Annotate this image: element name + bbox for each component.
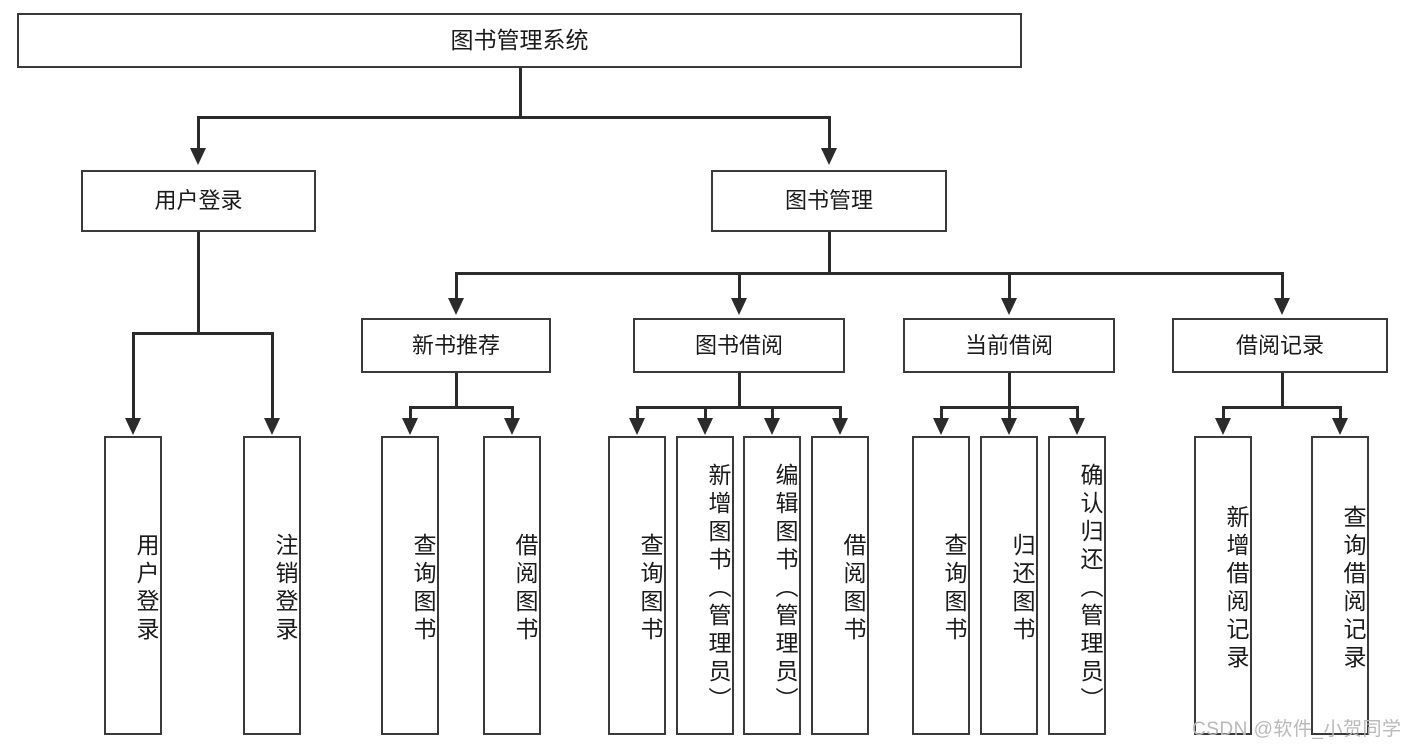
connector-book-management-drop xyxy=(828,232,831,274)
connector-br-to-leaf-1 xyxy=(1222,406,1225,420)
connector-cb-to-leaf-2 xyxy=(1008,406,1011,420)
connector-root-to-user-login xyxy=(197,116,200,150)
arrow-cb-to-leaf-3 xyxy=(1069,418,1085,435)
node-label: 图书管理系统 xyxy=(450,27,589,54)
arrow-cb-to-leaf-1 xyxy=(933,418,949,435)
arrow-bm-to-book-borrow xyxy=(731,298,747,315)
connector-cb-drop xyxy=(1008,373,1011,408)
leaf-borrow-book-bb[interactable]: 借阅图书 xyxy=(811,436,869,735)
node-label: 新增借阅记录 xyxy=(1223,504,1249,673)
connector-cb-to-leaf-3 xyxy=(1076,406,1079,420)
connector-br-bar xyxy=(1223,406,1341,409)
node-label: 借阅图书 xyxy=(840,532,866,645)
connector-bb-drop xyxy=(738,373,741,408)
connector-root-bar xyxy=(198,116,831,119)
connector-user-login-bar xyxy=(133,332,273,335)
connector-nbr-bar xyxy=(410,406,513,409)
connector-bb-to-leaf-4 xyxy=(839,406,842,420)
arrow-br-to-leaf-2 xyxy=(1332,418,1348,435)
node-label: 借阅图书 xyxy=(512,532,538,645)
arrow-br-to-leaf-1 xyxy=(1215,418,1231,435)
node-label: 借阅记录 xyxy=(1235,332,1324,358)
node-label: 用户登录 xyxy=(133,532,159,645)
connector-bb-to-leaf-3 xyxy=(771,406,774,420)
connector-bm-to-new-book xyxy=(455,272,458,300)
node-book-borrow[interactable]: 图书借阅 xyxy=(633,318,845,373)
node-new-book-recommend[interactable]: 新书推荐 xyxy=(361,318,551,373)
node-label: 编辑图书（管理员） xyxy=(772,462,798,715)
leaf-edit-book-admin[interactable]: 编辑图书（管理员） xyxy=(743,436,801,735)
leaf-borrow-book-nbr[interactable]: 借阅图书 xyxy=(483,436,541,735)
connector-nbr-to-leaf-1 xyxy=(409,406,412,420)
connector-nbr-to-leaf-2 xyxy=(511,406,514,420)
leaf-confirm-return-admin[interactable]: 确认归还（管理员） xyxy=(1048,436,1106,735)
arrow-nbr-to-leaf-2 xyxy=(504,418,520,435)
node-label: 用户登录 xyxy=(154,188,243,214)
node-user-login[interactable]: 用户登录 xyxy=(81,170,316,232)
connector-bb-to-leaf-2 xyxy=(704,406,707,420)
node-label: 图书管理 xyxy=(784,188,873,214)
arrow-bm-to-current-borrow xyxy=(1001,298,1017,315)
arrow-bm-to-new-book xyxy=(448,298,464,315)
connector-user-login-to-leaf-2 xyxy=(271,332,274,420)
leaf-add-book-admin[interactable]: 新增图书（管理员） xyxy=(676,436,734,735)
node-label: 查询图书 xyxy=(941,532,967,645)
leaf-add-borrow-record[interactable]: 新增借阅记录 xyxy=(1194,436,1252,735)
leaf-user-login[interactable]: 用户登录 xyxy=(104,436,162,735)
arrow-bb-to-leaf-3 xyxy=(764,418,780,435)
connector-br-to-leaf-2 xyxy=(1339,406,1342,420)
node-label: 图书借阅 xyxy=(694,332,783,358)
node-label: 查询借阅记录 xyxy=(1340,504,1366,673)
leaf-logout[interactable]: 注销登录 xyxy=(243,436,301,735)
leaf-query-book-bb[interactable]: 查询图书 xyxy=(608,436,666,735)
arrow-root-to-book-management xyxy=(821,148,837,165)
node-label: 当前借阅 xyxy=(964,332,1053,358)
node-root-book-management-system[interactable]: 图书管理系统 xyxy=(17,13,1022,68)
node-borrow-record[interactable]: 借阅记录 xyxy=(1172,318,1388,373)
connector-bm-to-borrow-record xyxy=(1281,272,1284,300)
connector-book-management-bar xyxy=(456,272,1283,275)
arrow-user-login-to-leaf-2 xyxy=(264,418,280,435)
leaf-query-book-nbr[interactable]: 查询图书 xyxy=(381,436,439,735)
leaf-query-borrow-record[interactable]: 查询借阅记录 xyxy=(1311,436,1369,735)
connector-br-drop xyxy=(1281,373,1284,408)
node-label: 查询图书 xyxy=(410,532,436,645)
arrow-bb-to-leaf-1 xyxy=(629,418,645,435)
arrow-bb-to-leaf-4 xyxy=(832,418,848,435)
connector-root-drop xyxy=(519,68,522,118)
leaf-return-book[interactable]: 归还图书 xyxy=(980,436,1038,735)
arrow-nbr-to-leaf-1 xyxy=(402,418,418,435)
connector-root-to-book-management xyxy=(828,116,831,150)
connector-user-login-drop xyxy=(197,232,200,334)
connector-bb-to-leaf-1 xyxy=(636,406,639,420)
arrow-user-login-to-leaf-1 xyxy=(125,418,141,435)
connector-bm-to-book-borrow xyxy=(738,272,741,300)
node-label: 新增图书（管理员） xyxy=(705,462,731,715)
connector-bm-to-current-borrow xyxy=(1008,272,1011,300)
connector-cb-to-leaf-1 xyxy=(940,406,943,420)
node-label: 注销登录 xyxy=(272,532,298,645)
connector-bb-bar xyxy=(637,406,841,409)
arrow-bb-to-leaf-2 xyxy=(697,418,713,435)
node-current-borrow[interactable]: 当前借阅 xyxy=(903,318,1115,373)
node-book-management[interactable]: 图书管理 xyxy=(711,170,947,232)
connector-user-login-to-leaf-1 xyxy=(132,332,135,420)
node-label: 确认归还（管理员） xyxy=(1077,462,1103,715)
connector-nbr-drop xyxy=(455,373,458,408)
arrow-cb-to-leaf-2 xyxy=(1001,418,1017,435)
node-label: 查询图书 xyxy=(637,532,663,645)
leaf-query-book-cb[interactable]: 查询图书 xyxy=(912,436,970,735)
arrow-root-to-user-login xyxy=(190,148,206,165)
node-label: 新书推荐 xyxy=(411,332,500,358)
arrow-bm-to-borrow-record xyxy=(1274,298,1290,315)
node-label: 归还图书 xyxy=(1009,532,1035,645)
